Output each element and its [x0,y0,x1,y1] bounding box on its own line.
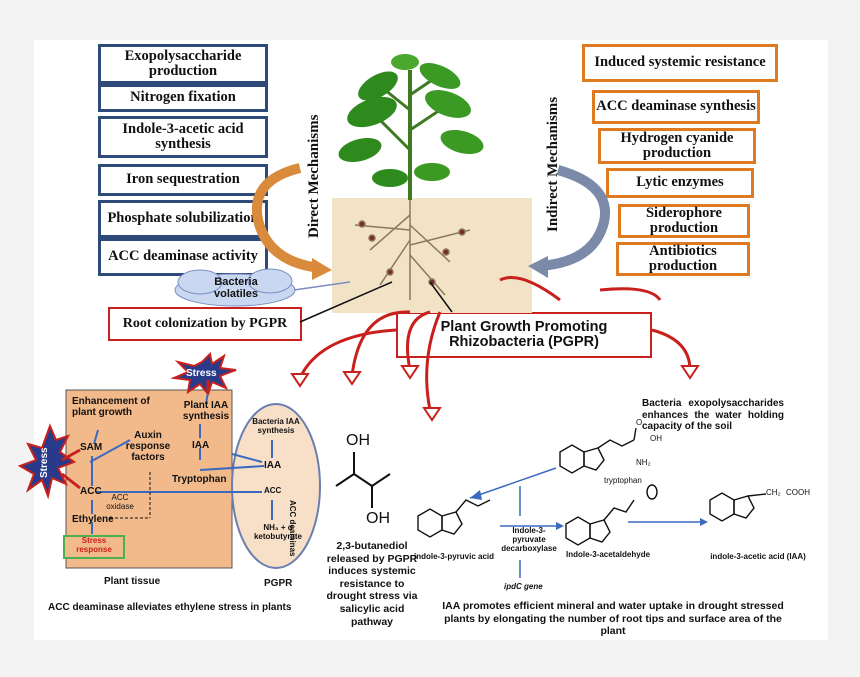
ch2-label: CH₂ [766,488,781,497]
tissue-iaa-label: IAA [192,440,210,451]
pgpr-title-box: Plant Growth Promoting Rhizobacteria (PG… [396,312,652,358]
enhancement-label: Enhancement of plant growth [72,396,150,418]
iaa-name-label: indole-3-acetic acid (IAA) [710,552,806,561]
acc-caption: ACC deaminase alleviates ethylene stress… [48,602,292,613]
indole-pyruvic-label: indole-3-pyruvic acid [414,552,495,561]
ethylene-label: Ethylene [72,514,114,525]
indirect-box-antibiotics: Antibiotics production [616,242,750,276]
nh2-label: NH₂ [636,458,651,467]
tryptophan-name: tryptophan [604,476,642,485]
direct-box-iaa: Indole-3-acetic acid synthesis [98,116,268,158]
indole-molecules [417,427,767,546]
volatiles-label: Bacteria volatiles [213,276,259,301]
indirect-box-acc: ACC deaminase synthesis [592,90,760,124]
stress-star-left [17,423,77,500]
indirect-box-isr: Induced systemic resistance [582,44,778,82]
indirect-box-siderophore: Siderophore production [618,204,750,238]
oh-top-label: OH [346,432,370,449]
tissue-acc-label: ACC [80,486,102,497]
eps-text: Bacteria exopolysaccharides enhances the… [642,398,784,432]
indirect-box-hcn: Hydrogen cyanide production [598,128,756,164]
direct-box-nitrogen: Nitrogen fixation [98,84,268,112]
iaa-description: IAA promotes efficient mineral and water… [442,600,784,638]
direct-box-exopolysaccharide: Exopolysaccharide production [98,44,268,84]
stress-left-label: Stress [39,447,50,478]
plant-illustration [338,54,484,200]
indirect-curve-arrow [539,165,610,271]
auxin-label: Auxin response factors [125,430,171,463]
direct-curve-arrow [251,163,321,273]
pgpr-caption: PGPR [264,578,293,589]
acetaldehyde-label: Indole-3-acetaldehyde [566,550,651,559]
pgpr-iaa-label: IAA [264,460,282,471]
stress-top-label: Stress [186,368,217,379]
direct-box-acc: ACC deaminase activity [98,238,268,276]
acc-oxidase-label: ACC oxidase [106,493,134,511]
volatiles-cloud [174,268,296,307]
red-arrows [298,276,692,411]
tryp-o-label: O [636,418,643,427]
ipdc-label: ipdC gene [504,582,543,591]
indirect-box-lytic: Lytic enzymes [606,168,754,198]
acc-deaminas-label: ACC deaminas [288,500,297,557]
ketobutyrate-label: NH₃ + α ketobutyrate [253,523,302,541]
stress-response-box [63,535,125,559]
tryptophan-label: Tryptophan [172,474,227,485]
direct-box-phosphate: Phosphate solubilization [98,200,268,238]
cooh-label: COOH [786,488,810,497]
pgpr-acc-label: ACC [264,486,282,495]
plant-tissue-caption: Plant tissue [104,576,161,587]
butanediol-structure [335,452,391,508]
sam-label: SAM [80,442,103,453]
tryp-oh-label: OH [650,434,662,443]
stress-response-label: Stress response [76,536,112,554]
stress-star-top [170,351,237,397]
direct-box-iron: Iron sequestration [98,164,268,196]
decarboxylase-label: Indole-3-pyruvate decarboxylase [501,526,557,554]
oh-bottom-label: OH [366,510,390,527]
butanediol-text: 2,3-butanediol released by PGPR induces … [326,540,418,628]
pgpr-cell [231,403,321,569]
root-colonization-box: Root colonization by PGPR [108,307,302,341]
bacteria-iaa-label: Bacteria IAA synthesis [252,417,300,435]
plant-iaa-label: Plant IAA synthesis [182,400,230,422]
